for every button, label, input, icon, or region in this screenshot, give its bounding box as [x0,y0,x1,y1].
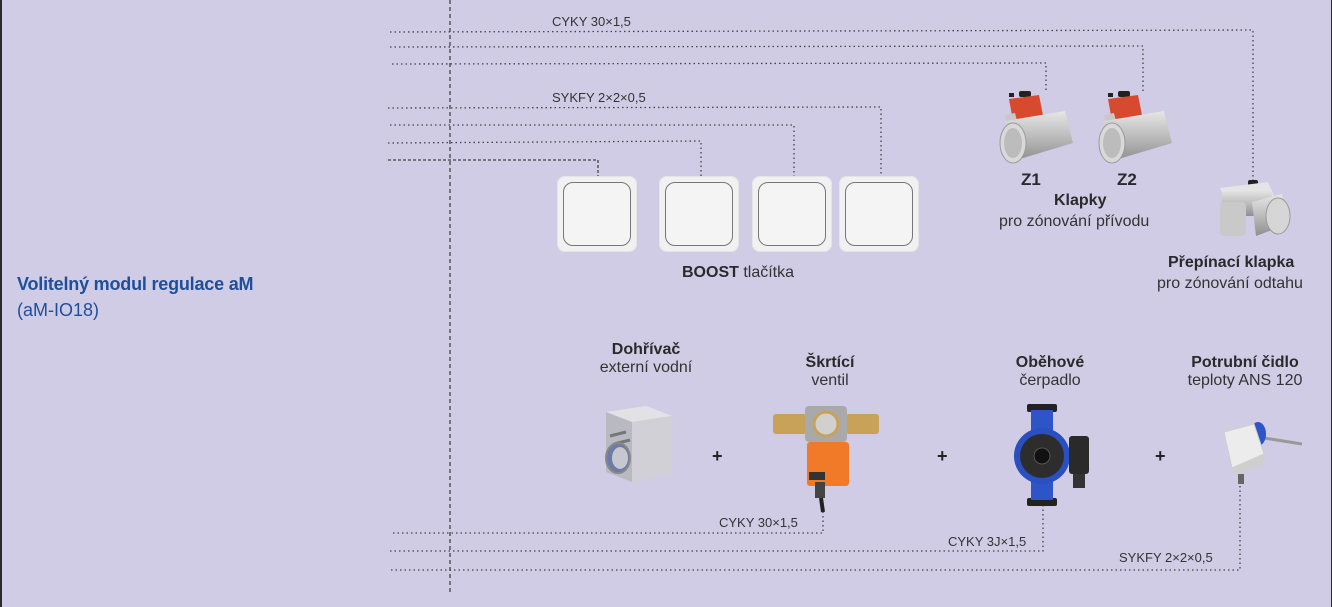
wire-sensor [391,480,1241,571]
component-pump: Oběhové čerpadlo [990,354,1110,390]
water-heater-icon [605,406,672,482]
dampers-subtitle: pro zónování přívodu [999,213,1150,230]
cable-label-top-power: CYKY 30×1,5 [552,14,631,29]
cable-label-pump: CYKY 3J×1,5 [948,534,1027,549]
component-sensor-subtitle: teploty ANS 120 [1187,372,1303,389]
damper-z1-label: Z1 [1021,170,1041,189]
component-heater: Dohřívač externí vodní [582,341,710,377]
left-border [0,0,2,607]
boost-caption: BOOST tlačítka [682,264,794,282]
dampers-title: Klapky [1054,192,1107,209]
cable-label-valve: CYKY 30×1,5 [719,515,798,530]
component-pump-title: Oběhové [1015,354,1085,371]
component-valve: Škrtící ventil [770,354,890,390]
boost-button-1 [557,176,637,252]
component-heater-title: Dohřívač [611,341,681,358]
damper-z2-icon [1098,91,1172,164]
boost-button-2 [659,176,739,252]
boost-button-3 [752,176,832,252]
wire-boost-4 [387,106,882,176]
plus-sign-2: + [937,446,948,466]
switching-damper-subtitle: pro zónování odtahu [1157,275,1303,292]
damper-z1-icon [999,91,1073,164]
wire-boost-2 [387,140,702,176]
component-sensor: Potrubní čidlo teploty ANS 120 [1170,354,1320,390]
wire-switch-damper [389,29,1254,180]
wire-boost-3 [390,124,795,176]
switching-damper-icon [1220,180,1291,236]
boost-button-4 [839,176,919,252]
wire-boost-1 [388,159,599,176]
duct-sensor-icon [1223,422,1303,484]
component-pump-subtitle: čerpadlo [1019,372,1081,389]
wire-pump [390,505,1044,552]
boost-caption-rest: tlačítka [738,264,795,281]
component-valve-subtitle: ventil [811,372,849,389]
component-valve-title: Škrtící [805,354,855,371]
module-code: (aM-IO18) [17,300,100,320]
component-heater-subtitle: externí vodní [599,359,693,376]
throttle-valve-icon [773,406,879,513]
circulation-pump-icon [1014,404,1089,506]
cable-label-top-signal: SYKFY 2×2×0,5 [552,90,646,105]
plus-sign-3: + [1155,446,1166,466]
boost-caption-bold: BOOST [682,264,739,281]
switching-damper-title: Přepínací klapka [1168,254,1295,271]
wire-z2 [389,45,1144,92]
module-title: Volitelný modul regulace aM [17,274,254,294]
wire-z1 [391,62,1047,92]
damper-z2-label: Z2 [1117,170,1137,189]
cable-label-sensor: SYKFY 2×2×0,5 [1119,550,1213,565]
plus-sign-1: + [712,446,723,466]
component-sensor-title: Potrubní čidlo [1191,354,1299,371]
